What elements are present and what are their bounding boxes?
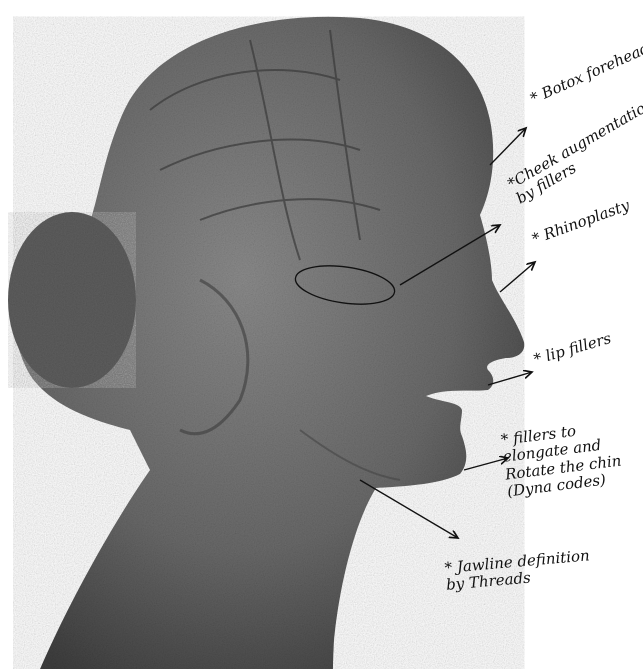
hair-bun [8,212,136,388]
arrow-rhino [500,262,535,292]
arrow-jaw [360,480,458,538]
arrow-lip [488,372,532,385]
annotation-chin: * fillers to elongate and Rotate the chi… [500,418,624,501]
arrow-chin [464,458,508,470]
arrow-botox [490,128,526,165]
